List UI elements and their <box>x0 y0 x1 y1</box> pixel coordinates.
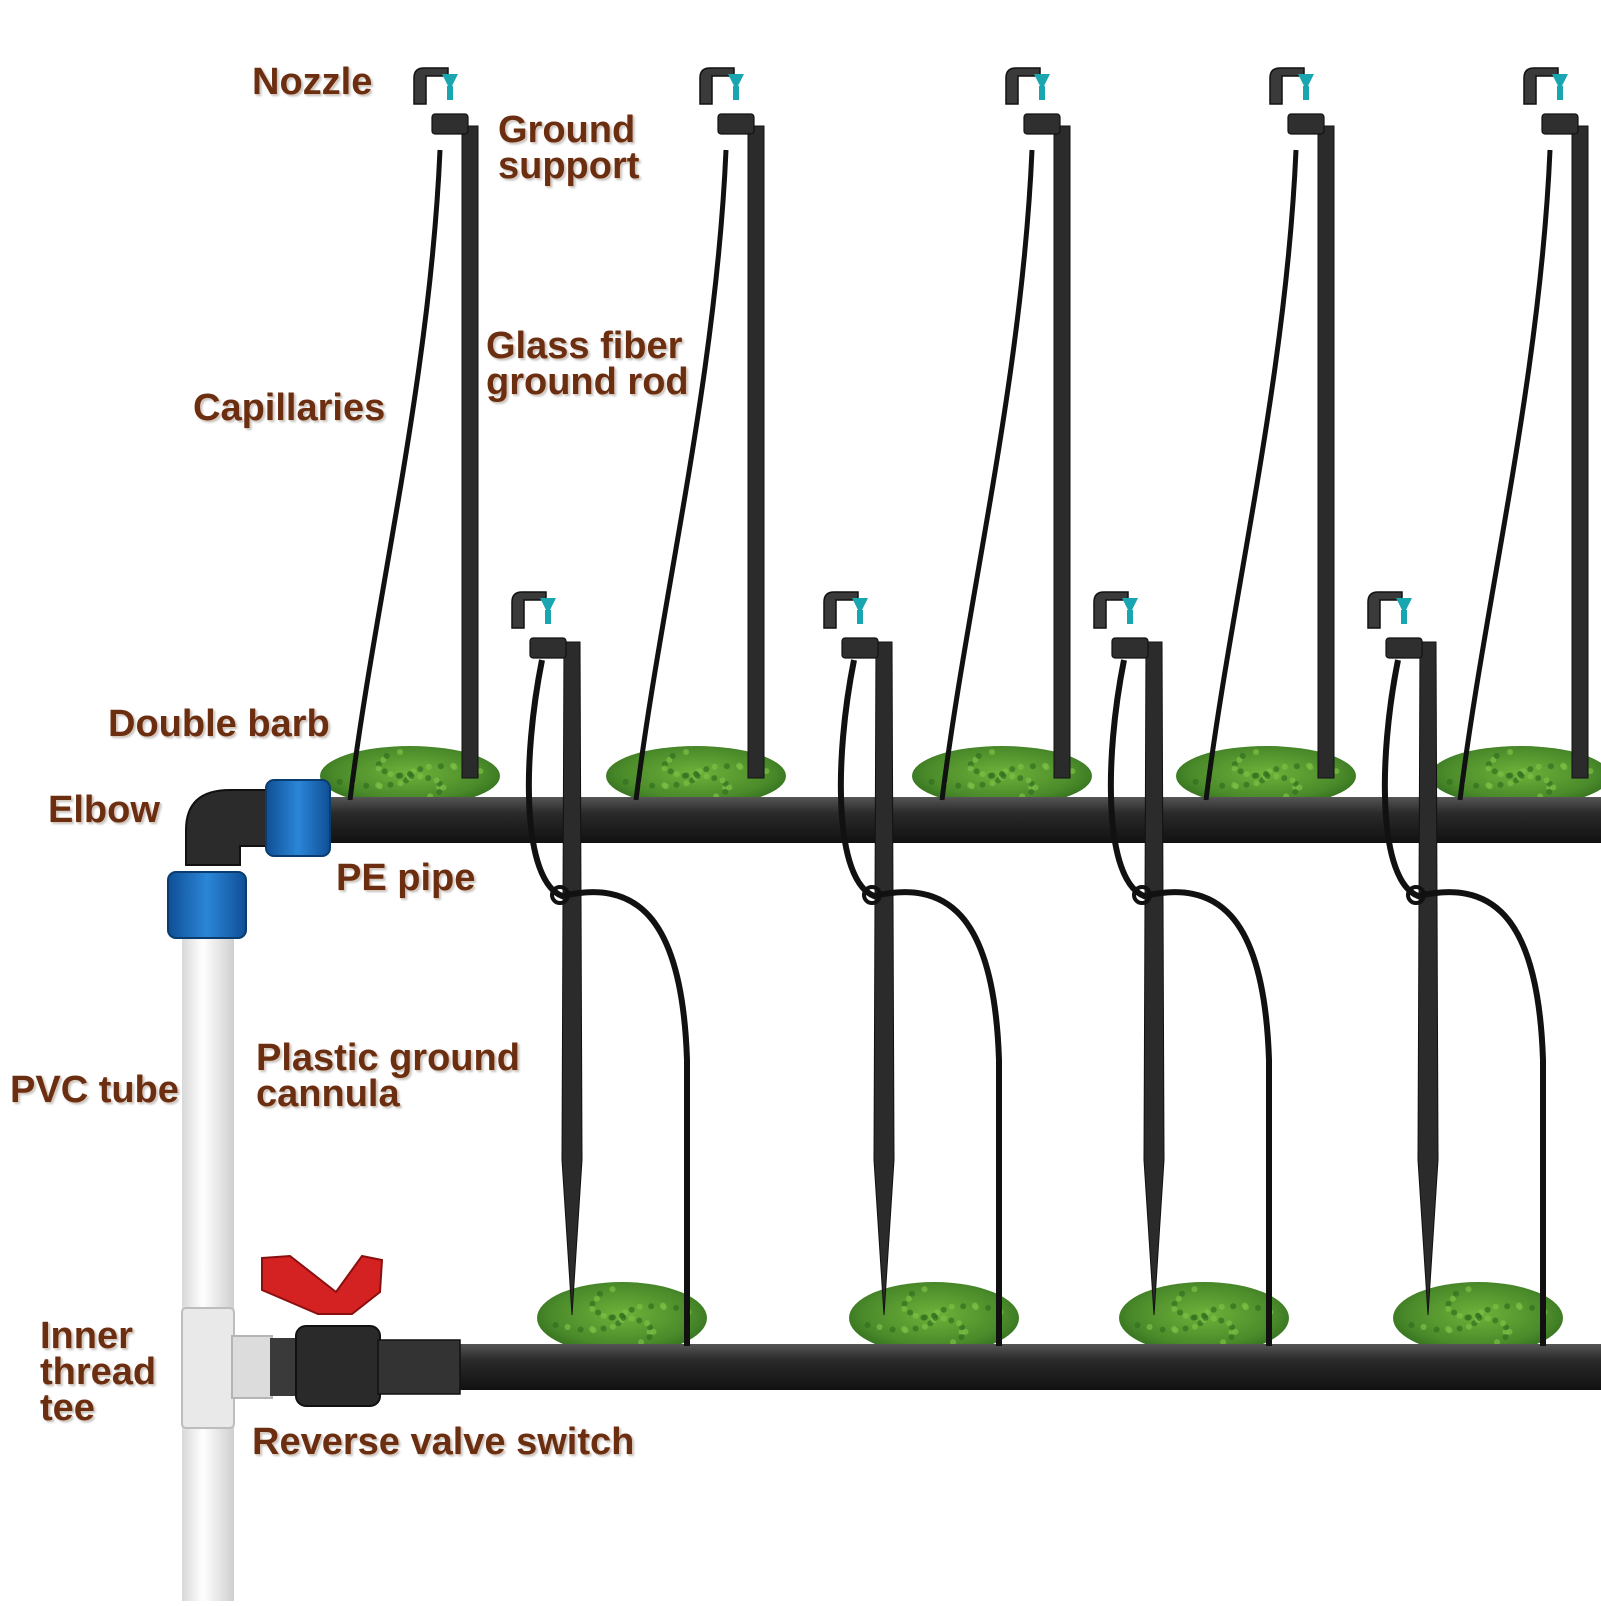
plastic-ground-cannula <box>873 641 895 1316</box>
label-elbow: Elbow <box>48 789 160 831</box>
nozzle <box>1093 591 1149 659</box>
nozzle <box>413 67 469 135</box>
nozzle <box>1005 67 1061 135</box>
inner-thread-tee <box>181 1307 235 1429</box>
nozzle <box>1367 591 1423 659</box>
elbow-blue-nut <box>167 871 247 939</box>
grass-patch <box>1176 746 1356 806</box>
label-reverse-valve-switch: Reverse valve switch <box>252 1421 635 1463</box>
nozzle <box>511 591 567 659</box>
capillary-clip <box>1132 885 1152 905</box>
grass-patch <box>537 1282 707 1354</box>
plastic-ground-cannula <box>1143 641 1165 1316</box>
label-glass-fiber-ground-rod: Glass fiber ground rod <box>486 325 689 403</box>
pe-pipe-lower <box>458 1344 1601 1390</box>
capillary-tube <box>939 149 1035 801</box>
pe-pipe-upper <box>330 797 1601 843</box>
grass-patch <box>1430 746 1601 806</box>
label-pvc-tube: PVC tube <box>10 1069 179 1111</box>
capillary-tube <box>837 659 1002 1346</box>
nozzle <box>823 591 879 659</box>
valve-body <box>295 1325 381 1407</box>
nozzle <box>1269 67 1325 135</box>
elbow-fitting <box>185 789 273 866</box>
label-plastic-ground-cannula: Plastic ground cannula <box>256 1037 520 1115</box>
glass-fiber-ground-rod <box>1317 125 1335 779</box>
valve-red-handle <box>261 1254 384 1315</box>
capillary-tube <box>347 149 443 801</box>
plastic-ground-cannula <box>561 641 583 1316</box>
capillary-tube <box>1107 659 1272 1346</box>
grass-patch <box>1119 1282 1289 1354</box>
nozzle <box>699 67 755 135</box>
grass-patch <box>320 746 500 806</box>
grass-patch <box>606 746 786 806</box>
double-barb <box>265 779 331 857</box>
grass-patch <box>1393 1282 1563 1354</box>
glass-fiber-ground-rod <box>1053 125 1071 779</box>
capillary-tube <box>1381 659 1546 1346</box>
capillary-clip <box>1406 885 1426 905</box>
pvc-tube <box>182 938 234 1601</box>
glass-fiber-ground-rod <box>461 125 479 779</box>
capillary-tube <box>633 149 729 801</box>
capillary-clip <box>550 885 570 905</box>
capillary-tube <box>1457 149 1553 801</box>
valve-barb <box>377 1339 461 1395</box>
plastic-ground-cannula <box>1417 641 1439 1316</box>
label-capillaries: Capillaries <box>193 387 386 429</box>
nozzle <box>1523 67 1579 135</box>
label-nozzle: Nozzle <box>252 61 373 103</box>
glass-fiber-ground-rod <box>747 125 765 779</box>
grass-patch <box>912 746 1092 806</box>
label-double-barb: Double barb <box>108 703 330 745</box>
capillary-clip <box>862 885 882 905</box>
grass-patch <box>849 1282 1019 1354</box>
tee-branch <box>231 1335 273 1399</box>
capillary-tube <box>525 659 690 1346</box>
label-pe-pipe: PE pipe <box>336 857 476 899</box>
glass-fiber-ground-rod <box>1571 125 1589 779</box>
capillary-tube <box>1203 149 1299 801</box>
label-ground-support: Ground support <box>498 109 640 187</box>
label-inner-thread-tee: Inner thread tee <box>40 1315 157 1429</box>
